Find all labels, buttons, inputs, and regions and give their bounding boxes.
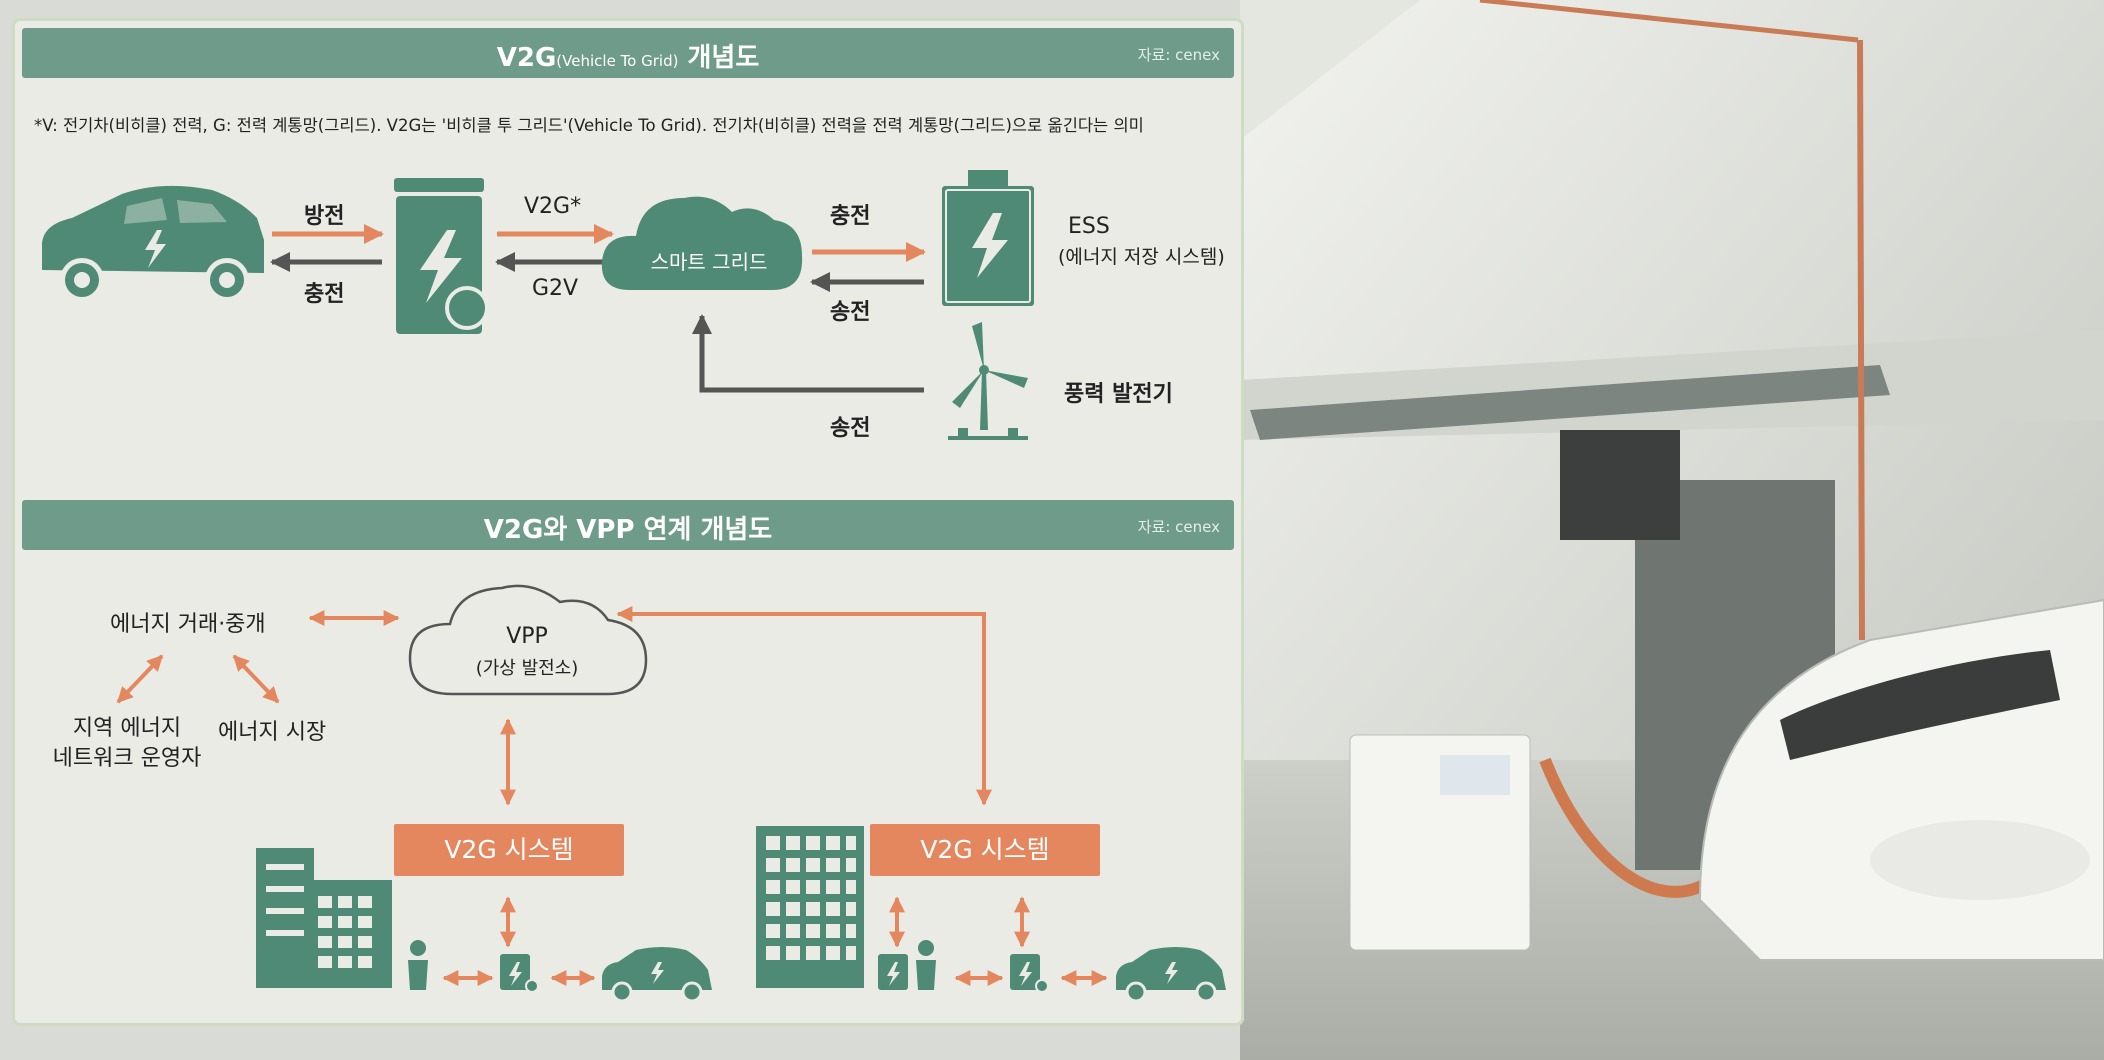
label-charge-left: 충전 (304, 282, 345, 307)
person-icon-right (916, 940, 936, 990)
wind-turbine-icon (948, 322, 1028, 440)
electric-car-icon (42, 185, 264, 302)
label-regional-line2: 네트워크 운영자 (52, 746, 202, 771)
label-wind: 풍력 발전기 (1064, 382, 1173, 407)
label-transmit-bottom: 송전 (830, 416, 871, 441)
label-v2g: V2G* (524, 194, 582, 219)
charger-icon-right-2 (1010, 954, 1049, 993)
v2g-concept-banner: V2G(Vehicle To Grid) 개념도 자료: cenex (22, 28, 1234, 78)
v2g-system-right: V2G 시스템 (870, 824, 1100, 876)
electric-car-icon-right (1116, 947, 1226, 1003)
v2g-system-left: V2G 시스템 (394, 824, 624, 876)
label-ess: ESS (1068, 214, 1110, 239)
v2g-concept-source: 자료: cenex (1137, 46, 1220, 64)
v2g-vpp-banner: V2G와 VPP 연계 개념도 자료: cenex (22, 500, 1234, 550)
label-regional-line1: 지역 에너지 (72, 716, 182, 741)
charger-icon (394, 178, 489, 334)
label-smart-grid: 스마트 그리드 (650, 250, 768, 274)
smart-grid-cloud-icon (601, 196, 803, 290)
label-energy-trade: 에너지 거래·중개 (110, 612, 266, 637)
label-regional-network: 지역 에너지 네트워크 운영자 (32, 714, 222, 774)
infographic-panel: V2G(Vehicle To Grid) 개념도 자료: cenex *V: 전… (12, 18, 1244, 1026)
electric-car-icon-left (602, 947, 712, 1003)
v2g-vpp-source: 자료: cenex (1137, 518, 1220, 536)
ess-battery-icon (942, 170, 1034, 306)
building-right-icon (756, 826, 864, 988)
person-icon-left (408, 940, 428, 990)
label-discharge: 방전 (304, 204, 345, 229)
label-ess-desc: (에너지 저장 시스템) (1058, 246, 1225, 268)
label-g2v: G2V (532, 276, 579, 301)
label-vpp-desc: (가상 발전소) (475, 658, 579, 679)
building-left-icon (256, 848, 392, 988)
v2g-vpp-title: V2G와 VPP 연계 개념도 (483, 515, 773, 545)
charger-icon-left (500, 954, 539, 993)
v2g-concept-title: V2G(Vehicle To Grid) 개념도 (496, 43, 760, 73)
label-vpp: VPP (506, 624, 548, 649)
label-transmit-right: 송전 (830, 300, 871, 325)
diagram-graphics (42, 170, 1226, 1003)
label-charge-right: 충전 (830, 204, 871, 229)
charger-icon-right-1 (878, 954, 908, 990)
v2g-footnote: *V: 전기차(비히클) 전력, G: 전력 계통망(그리드). V2G는 '비… (34, 116, 1144, 135)
label-energy-market: 에너지 시장 (218, 720, 327, 745)
